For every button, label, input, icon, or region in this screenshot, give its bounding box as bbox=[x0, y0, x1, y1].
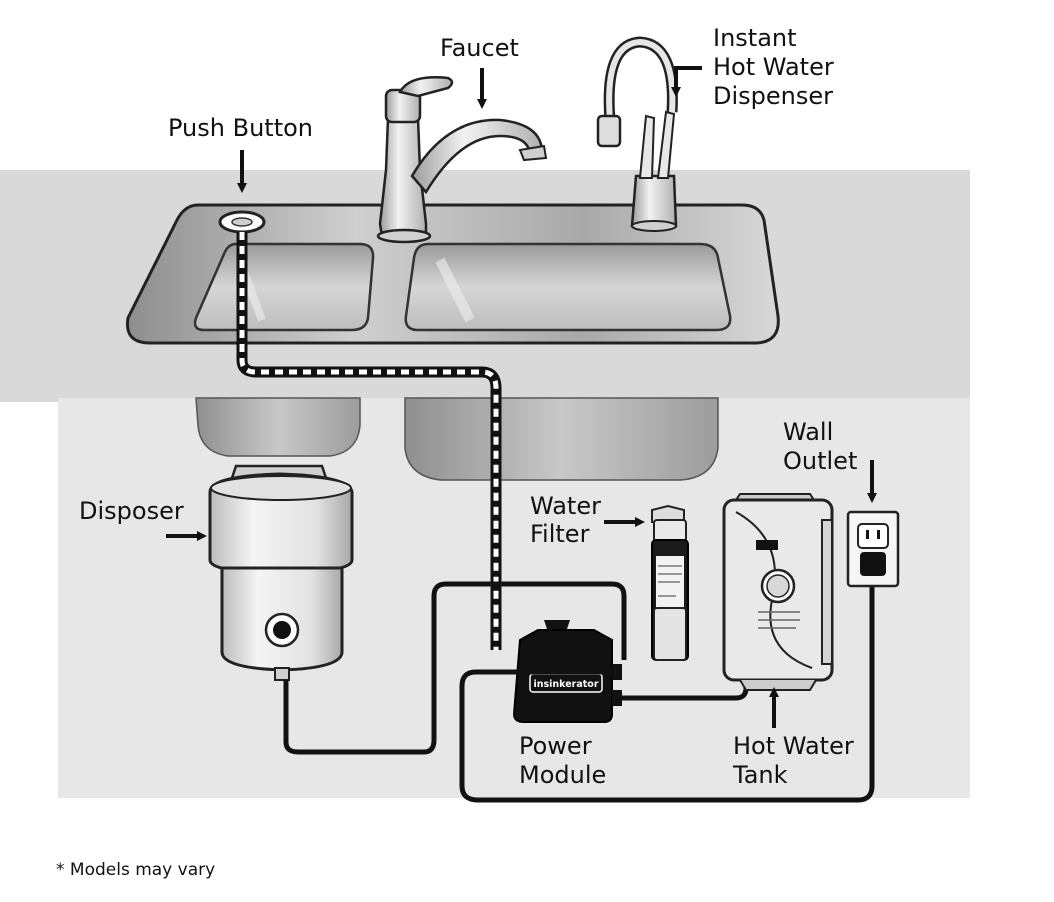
label-water-filter-line-1: Water bbox=[530, 492, 601, 520]
faucet-graphic bbox=[376, 76, 548, 244]
disposer-cord bbox=[283, 581, 627, 755]
label-wall-outlet-line-2: Outlet bbox=[783, 447, 858, 475]
outlet-cord bbox=[459, 576, 875, 803]
left-bowl-underside bbox=[195, 397, 361, 457]
disposer-graphic bbox=[208, 464, 354, 681]
basin-highlight bbox=[435, 257, 475, 323]
water-filter-graphic bbox=[651, 504, 689, 661]
hot-water-tank-graphic bbox=[722, 493, 834, 691]
power-module-brand: insinkerator bbox=[533, 679, 598, 690]
label-faucet: Faucet bbox=[440, 34, 519, 62]
label-hot-water-tank-line-2: Tank bbox=[733, 761, 788, 789]
footnote: * Models may vary bbox=[56, 860, 216, 880]
label-wall-outlet-line-1: Wall bbox=[783, 418, 834, 446]
label-dispenser-line-3: Dispenser bbox=[713, 82, 833, 110]
air-line-inner bbox=[239, 232, 499, 650]
label-hot-water-tank-line-1: Hot Water bbox=[733, 732, 854, 760]
label-power-module-line-2: Module bbox=[519, 761, 607, 789]
wall-outlet-graphic bbox=[846, 510, 900, 588]
arrow-dispenser bbox=[671, 66, 702, 97]
power-module-graphic: insinkerator bbox=[512, 620, 622, 723]
label-power-module-line-1: Power bbox=[519, 732, 592, 760]
label-water-filter-line-2: Filter bbox=[530, 520, 590, 548]
label-dispenser-line-2: Hot Water bbox=[713, 53, 834, 81]
label-push-button: Push Button bbox=[168, 114, 313, 142]
right-basin bbox=[404, 242, 732, 332]
push-button-center bbox=[231, 217, 253, 227]
left-basin bbox=[193, 242, 375, 332]
dispenser-graphic bbox=[596, 36, 678, 232]
label-dispenser-line-1: Instant bbox=[713, 24, 797, 52]
label-disposer: Disposer bbox=[79, 497, 184, 525]
right-bowl-underside bbox=[404, 397, 719, 481]
